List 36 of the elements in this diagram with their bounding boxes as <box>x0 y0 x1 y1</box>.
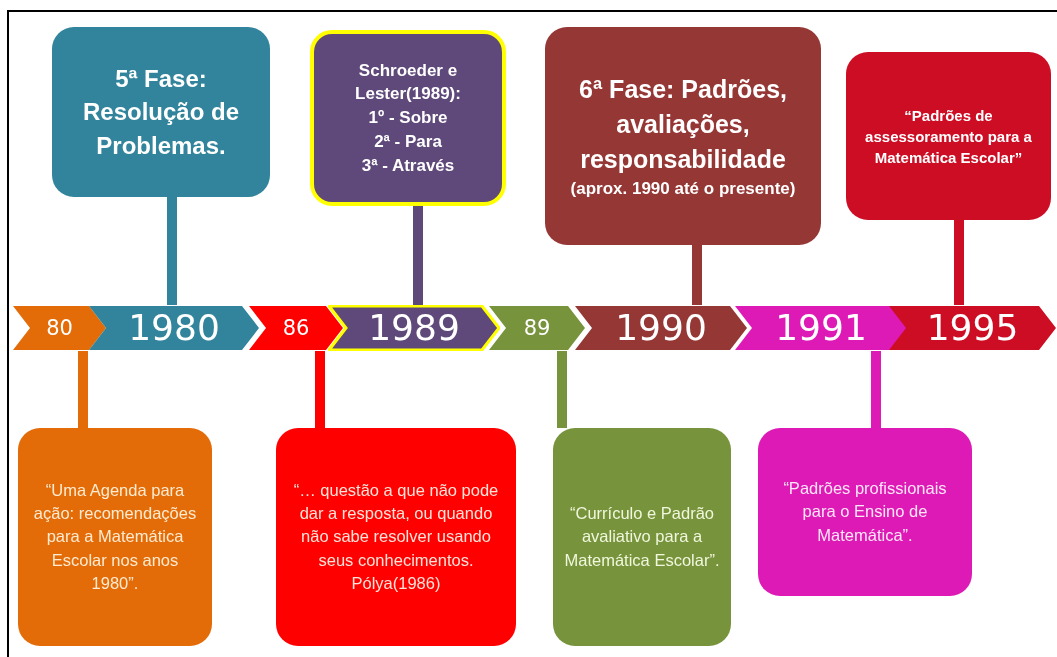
event-card <box>545 27 821 245</box>
year-label: 1980 <box>128 310 220 346</box>
quote-text: “Padrões de assessoramento para a Matemática Escolar” <box>864 105 1033 168</box>
connector-line <box>413 206 423 305</box>
year-label: 1990 <box>615 310 707 346</box>
date-note: (aprox. 1990 até o presente) <box>570 177 796 200</box>
connector-line <box>167 197 177 305</box>
event-card <box>52 27 270 197</box>
list-item: 3ª - Através <box>361 154 455 177</box>
quote-text: “Currículo e Padrão avaliativo para a Matemática Escolar”. <box>563 503 721 571</box>
year-label: 1989 <box>368 310 460 346</box>
connector-line <box>954 220 964 305</box>
connector-line <box>871 351 881 428</box>
event-card <box>846 52 1051 220</box>
connector-line <box>78 351 88 428</box>
heading-text: Schroeder e Lester(1989): <box>354 59 462 106</box>
event-card <box>310 30 506 206</box>
phase-title: 6ª Fase: Padrões, avaliações, responsabilidade <box>578 73 788 175</box>
year-label: 86 <box>282 317 310 339</box>
event-card <box>758 428 972 596</box>
list-item: 2ª - Para <box>374 130 442 153</box>
year-label: 1995 <box>926 310 1019 346</box>
year-label: 80 <box>46 317 73 339</box>
connector-line <box>692 245 702 305</box>
event-card <box>18 428 212 646</box>
quote-text: “Padrões profissionais para o Ensino de Matemática”. <box>782 478 948 546</box>
event-card <box>276 428 516 646</box>
year-label: 1991 <box>775 310 867 346</box>
list-item: 1º - Sobre <box>368 107 448 130</box>
quote-text: “Uma Agenda para ação: recomendações para a Matemática Escolar nos anos 1980”. <box>32 480 198 594</box>
event-card <box>553 428 731 646</box>
quote-text: “… questão a que não pode dar a resposta, ou quando não sabe resolver usando seus conhecimentos. Pólya(1986) <box>292 480 500 594</box>
year-label: 89 <box>523 317 551 339</box>
connector-line <box>557 351 567 428</box>
phase-title: 5ª Fase: Resolução de Problemas. <box>81 63 240 161</box>
connector-line <box>315 351 325 428</box>
